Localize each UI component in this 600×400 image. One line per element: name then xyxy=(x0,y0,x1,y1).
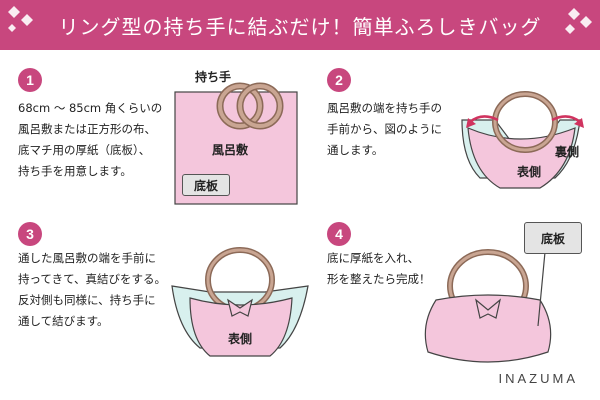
diamond-icon xyxy=(565,24,575,34)
ring-handle xyxy=(218,84,262,128)
pointer-line xyxy=(537,251,546,327)
handle-label: 持ち手 xyxy=(195,70,232,84)
diamond-icon xyxy=(21,14,33,26)
banner-decoration xyxy=(8,6,592,34)
back-side-label: 裏側 xyxy=(555,145,580,159)
diamond-icon xyxy=(8,6,20,18)
arrow-icon xyxy=(469,115,499,123)
page-title: リング型の持ち手に結ぶだけ！簡単ふろしきバッグ xyxy=(58,14,542,39)
step2-text: 風呂敷の端を持ち手の 手前から、図のように 通します。 xyxy=(327,101,442,157)
diamond-icon xyxy=(568,8,580,20)
ring-handle xyxy=(493,92,557,152)
furoshiki-label: 風呂敷 xyxy=(212,143,249,157)
arrow-icon xyxy=(551,115,581,123)
arrow-icon xyxy=(574,118,584,128)
step3-number: 3 xyxy=(18,222,42,246)
bag-body xyxy=(424,294,552,363)
front-side-label: 表側 xyxy=(517,165,542,179)
step1-number: 1 xyxy=(18,68,42,92)
step4-number: 4 xyxy=(327,222,351,246)
step2-illustration xyxy=(461,91,584,189)
knot xyxy=(227,298,253,317)
front-side-label: 表側 xyxy=(228,332,253,346)
step4-text: 底に厚紙を入れ、 形を整えたら完成！ xyxy=(327,251,431,286)
bottom-board-label: 底板 xyxy=(524,222,582,254)
diamond-icon xyxy=(8,24,16,32)
step3-illustration xyxy=(171,247,309,357)
brand-logo: INAZUMA xyxy=(498,371,578,386)
step4-illustration xyxy=(424,249,552,363)
bottom-board-label: 底板 xyxy=(182,174,230,196)
step2-number: 2 xyxy=(327,68,351,92)
step3-text: 通した風呂敷の端を手前に 持ってきて、真結びをする。 反対側も同様に、持ち手に … xyxy=(18,251,167,328)
ring-handle xyxy=(238,84,282,128)
step1-text: 68cm 〜 85cm 角くらいの 風呂敷または正方形の布、 底マチ用の厚紙（底… xyxy=(18,101,163,178)
knot xyxy=(475,298,501,319)
diamond-icon xyxy=(580,16,592,28)
header-banner: リング型の持ち手に結ぶだけ！簡単ふろしきバッグ xyxy=(0,0,600,50)
arrow-icon xyxy=(466,118,476,128)
